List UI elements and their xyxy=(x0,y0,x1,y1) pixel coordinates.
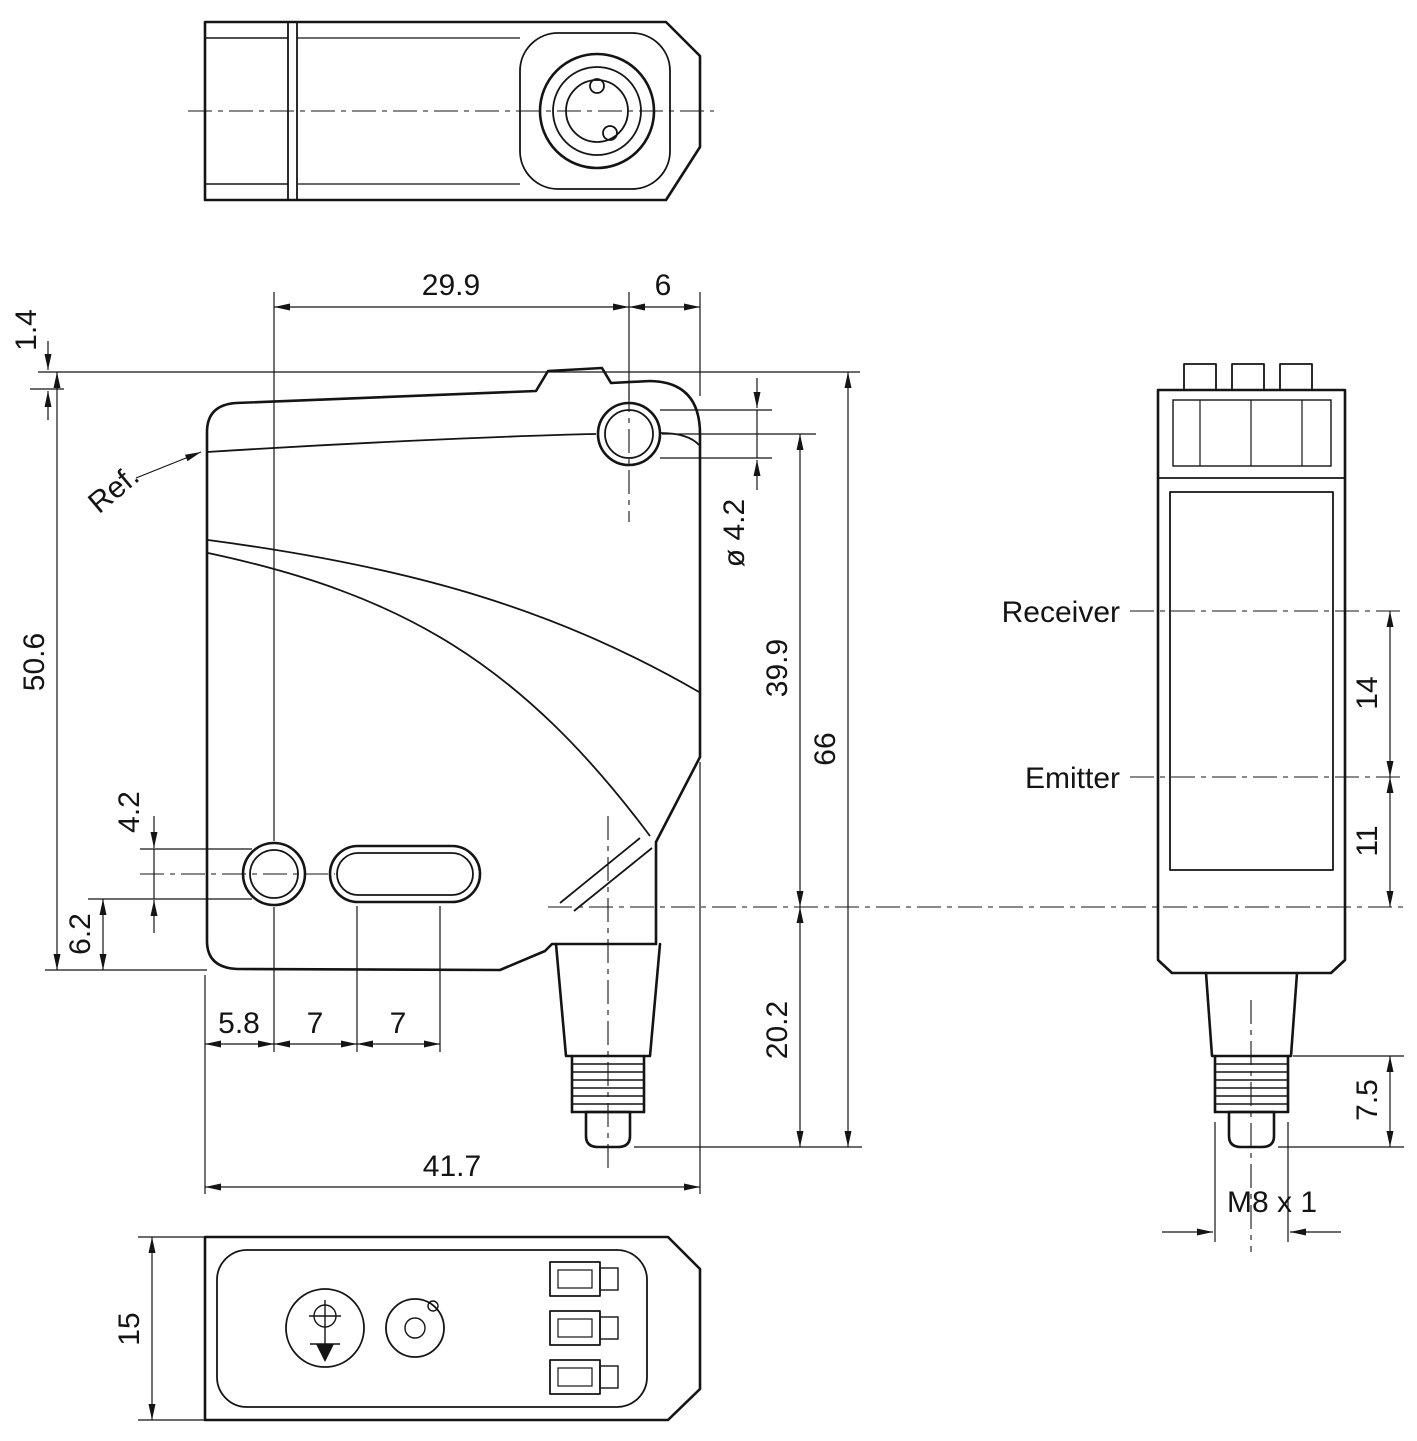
dim-hole-to-axis: 39.9 xyxy=(761,639,794,697)
connector-tip xyxy=(584,1110,632,1149)
dim-hole-to-bottom: 6.2 xyxy=(64,913,97,955)
adjustment-screw xyxy=(285,1288,365,1368)
dim-connector-length: 7.5 xyxy=(1351,1079,1384,1121)
emitter-label: Emitter xyxy=(1025,762,1120,795)
dim-depth: 15 xyxy=(113,1312,146,1345)
side-view: Receiver Emitter xyxy=(1002,363,1400,1252)
dim-hole-dia: ø 4.2 xyxy=(718,499,751,567)
thread-label: M8 x 1 xyxy=(1227,1186,1317,1219)
led-windows xyxy=(549,1261,619,1395)
dim-bottom-b: 7 xyxy=(307,1007,324,1040)
ref-label: Ref. xyxy=(82,459,145,520)
mounting-slot xyxy=(328,844,482,904)
dim-front-height: 50.6 xyxy=(18,633,51,691)
adjust-arrow-icon xyxy=(316,1344,334,1362)
side-dimensions: 14 11 7.5 M8 x 1 xyxy=(1162,611,1404,1242)
dim-lip: 1.4 xyxy=(10,309,43,351)
dim-hole-span: 29.9 xyxy=(422,269,480,302)
sensor-body-bottom xyxy=(203,1235,702,1422)
lens-window xyxy=(1169,491,1334,871)
bottom-view: 15 xyxy=(113,1235,702,1422)
dim-bottom-c: 7 xyxy=(390,1007,407,1040)
connector-pin xyxy=(602,125,618,141)
top-view xyxy=(188,20,714,202)
dim-hole-to-edge: 6 xyxy=(655,269,672,302)
receiver-label: Receiver xyxy=(1002,596,1120,629)
dim-left-hole-dia: 4.2 xyxy=(113,791,146,833)
sensor-body-side xyxy=(1156,388,1347,975)
dim-emitter-to-axis: 11 xyxy=(1351,825,1384,856)
indicator-lens xyxy=(385,1298,445,1358)
dim-axis-to-tip: 20.2 xyxy=(761,1001,794,1059)
dim-bottom-a: 5.8 xyxy=(218,1007,260,1040)
connector-pin xyxy=(589,78,605,94)
sensor-body-front xyxy=(205,366,702,972)
front-view xyxy=(140,366,702,1170)
dim-overall-width: 41.7 xyxy=(423,1150,481,1183)
dim-overall-height: 66 xyxy=(809,732,842,765)
dim-receiver-emitter: 14 xyxy=(1351,676,1384,709)
front-dimensions: 29.9 6 1.4 50.6 4.2 6.2 5.8 7 7 41.7 ø 4… xyxy=(10,269,862,1194)
